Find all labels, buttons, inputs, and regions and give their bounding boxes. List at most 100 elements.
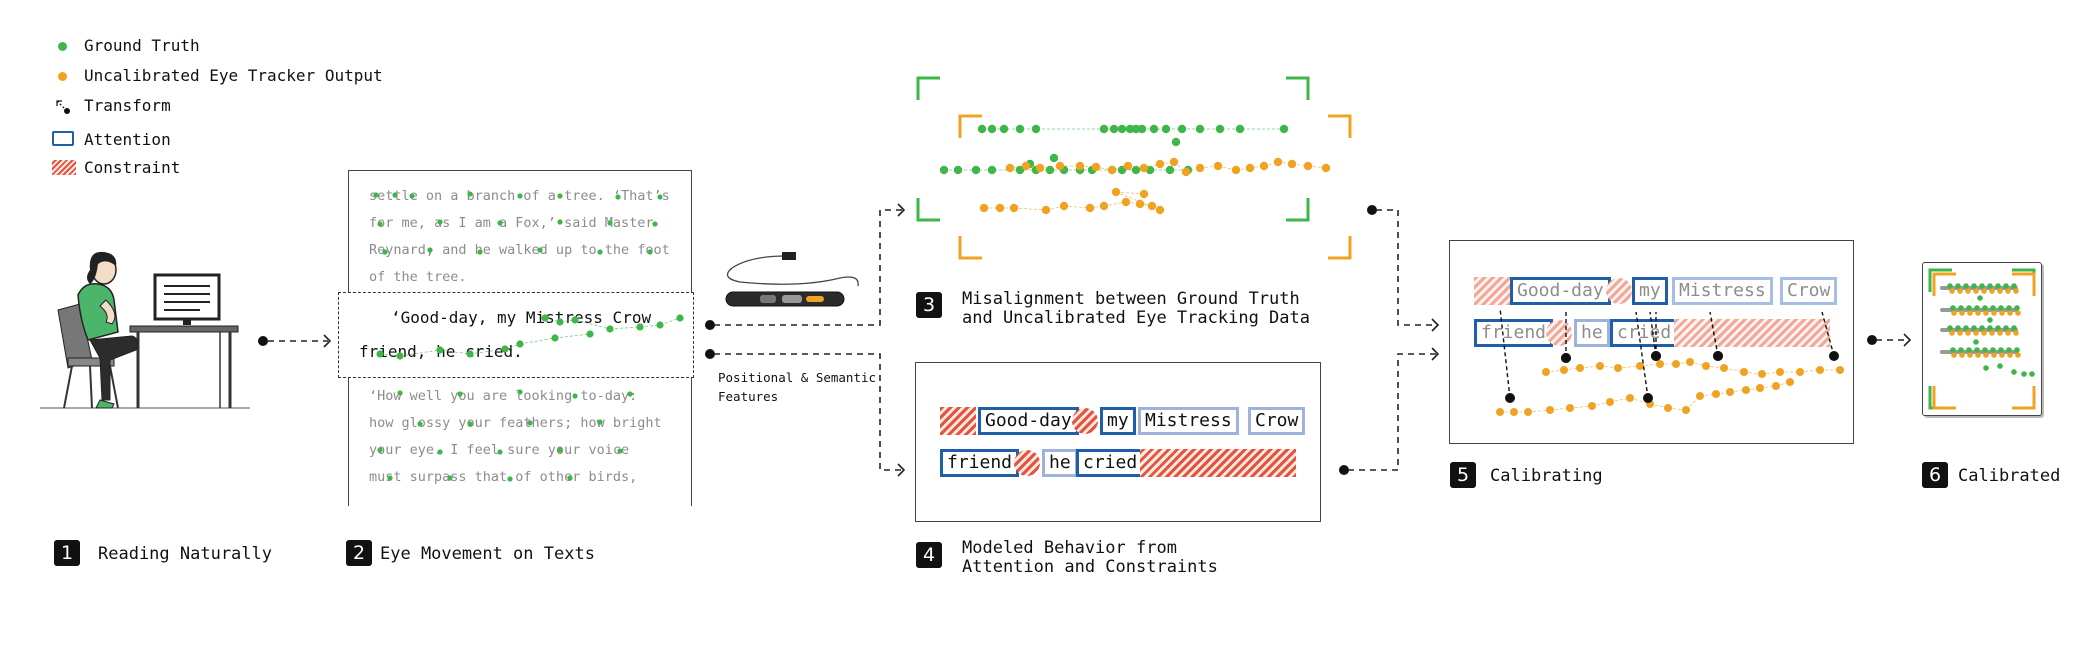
attention-word: Good-day bbox=[1510, 277, 1611, 305]
scanpath-line bbox=[1249, 165, 1265, 169]
uncalibrated-bracket bbox=[958, 114, 982, 138]
calibrated-thumbnail bbox=[1922, 262, 2042, 416]
ground-truth-point bbox=[1149, 124, 1159, 134]
ground-truth-point bbox=[1109, 124, 1119, 134]
attention-word: he bbox=[1042, 449, 1078, 477]
ground-truth-point bbox=[1131, 124, 1141, 134]
flow-arrow bbox=[1348, 353, 1436, 471]
uncalibrated-point bbox=[1059, 201, 1069, 211]
constraint-block bbox=[1474, 277, 1510, 305]
attention-word: friend bbox=[1474, 319, 1554, 347]
ground-truth-point bbox=[971, 165, 981, 175]
connector-start bbox=[705, 349, 715, 359]
scanpath-line bbox=[1199, 165, 1219, 169]
focus-line: friend, he cried. bbox=[359, 342, 523, 361]
transform-arrow-icon bbox=[56, 100, 70, 114]
text-line: how glossy your feathers; how bright bbox=[369, 415, 662, 431]
ground-truth-point bbox=[1049, 153, 1059, 163]
scanpath-line bbox=[1291, 163, 1309, 167]
scanpath-line bbox=[1143, 163, 1161, 169]
attention-word: my bbox=[1100, 407, 1136, 435]
step-number-badge: 6 bbox=[1922, 462, 1948, 488]
scanpath-line bbox=[1185, 167, 1201, 173]
ground-truth-point bbox=[1045, 165, 1055, 175]
uncalibrated-point bbox=[1195, 163, 1205, 173]
ground-truth-point bbox=[1183, 165, 1193, 175]
ground-truth-point bbox=[1215, 124, 1225, 134]
ground-truth-point bbox=[953, 165, 963, 175]
paragraph-before: settle on a branch of a tree. ‘That’s fo… bbox=[369, 183, 670, 291]
step-number-badge: 2 bbox=[346, 540, 372, 566]
scanpath-line bbox=[1063, 205, 1091, 209]
ground-truth-point bbox=[1025, 159, 1035, 169]
legend-label: Ground Truth bbox=[84, 36, 200, 55]
step-number-badge: 3 bbox=[916, 292, 942, 318]
uncalibrated-point bbox=[1303, 161, 1313, 171]
ground-truth-bracket bbox=[1286, 76, 1310, 100]
focus-line: ‘Good-day, my Mistress Crow bbox=[391, 308, 652, 327]
ground-truth-point bbox=[987, 165, 997, 175]
step-label: Eye Movement on Texts bbox=[380, 544, 595, 564]
constraint-circle bbox=[1072, 408, 1098, 434]
ground-truth-point bbox=[1117, 165, 1127, 175]
uncalibrated-point bbox=[1155, 159, 1165, 169]
scanpath-line bbox=[1079, 165, 1097, 168]
text-line: of the tree. bbox=[369, 269, 467, 285]
arrow-head bbox=[1903, 333, 1912, 347]
attention-word: friend bbox=[940, 449, 1020, 477]
scanpath-line bbox=[1217, 165, 1237, 171]
ground-truth-bracket bbox=[1286, 198, 1310, 222]
text-line: Reynard, and he walked up to the foot bbox=[369, 242, 670, 258]
legend-label: Attention bbox=[84, 130, 171, 149]
scanpath-line bbox=[1115, 191, 1161, 211]
step-label-line2: Attention and Constraints bbox=[962, 557, 1218, 577]
green-dot-icon bbox=[58, 42, 67, 51]
ground-truth-point bbox=[1137, 124, 1147, 134]
uncalibrated-point bbox=[1005, 163, 1015, 173]
attention-word: Mistress bbox=[1138, 407, 1239, 435]
ground-truth-point bbox=[1145, 165, 1155, 175]
ground-truth-point bbox=[1125, 124, 1135, 134]
step-label-line2: and Uncalibrated Eye Tracking Data bbox=[962, 308, 1310, 328]
attention-word: Good-day bbox=[978, 407, 1079, 435]
step-label: Misalignment between Ground Truth bbox=[962, 289, 1300, 309]
paragraph-after: ‘How well you are looking to-day: how gl… bbox=[369, 383, 662, 491]
uncalibrated-point bbox=[995, 203, 1005, 213]
ground-truth-bracket bbox=[916, 198, 940, 222]
legend-label: Transform bbox=[84, 96, 171, 115]
uncalibrated-point bbox=[1085, 203, 1095, 213]
uncalibrated-point bbox=[1147, 201, 1157, 211]
calibrating-panel: Good-day my Mistress Crow friend he crie… bbox=[1449, 240, 1854, 444]
text-line: must surpass that of other birds, bbox=[369, 469, 638, 485]
constraint-circle bbox=[1014, 450, 1040, 476]
ground-truth-point bbox=[999, 124, 1009, 134]
ground-truth-point bbox=[1165, 165, 1175, 175]
uncalibrated-point bbox=[1181, 167, 1191, 177]
uncalibrated-point bbox=[1123, 161, 1133, 171]
ground-truth-point bbox=[1015, 165, 1025, 175]
focus-lines-box: ‘Good-day, my Mistress Crow friend, he c… bbox=[338, 292, 694, 378]
connector-start bbox=[258, 336, 268, 346]
ground-truth-point bbox=[1195, 124, 1205, 134]
ground-truth-point bbox=[1279, 124, 1289, 134]
uncalibrated-point bbox=[1135, 199, 1145, 209]
scanpath-line bbox=[1307, 165, 1327, 169]
ground-truth-point bbox=[1075, 165, 1085, 175]
ground-truth-point bbox=[1161, 124, 1171, 134]
uncalibrated-point bbox=[1107, 165, 1117, 175]
scanpath-line bbox=[1089, 205, 1105, 209]
scanpath-line bbox=[1045, 205, 1065, 211]
ground-truth-point bbox=[1107, 165, 1117, 175]
constraint-circle bbox=[1606, 278, 1632, 304]
ground-truth-point bbox=[1177, 124, 1187, 134]
attention-word: cried bbox=[1610, 319, 1679, 347]
uncalibrated-point bbox=[1121, 197, 1131, 207]
text-line: ‘How well you are looking to-day: bbox=[369, 388, 638, 404]
uncalibrated-point bbox=[1213, 161, 1223, 171]
uncalibrated-point bbox=[1139, 163, 1149, 173]
constraint-block bbox=[1674, 319, 1830, 347]
attention-word: Crow bbox=[1248, 407, 1306, 435]
ground-truth-point bbox=[1131, 165, 1141, 175]
scanpath-line bbox=[1159, 161, 1175, 165]
